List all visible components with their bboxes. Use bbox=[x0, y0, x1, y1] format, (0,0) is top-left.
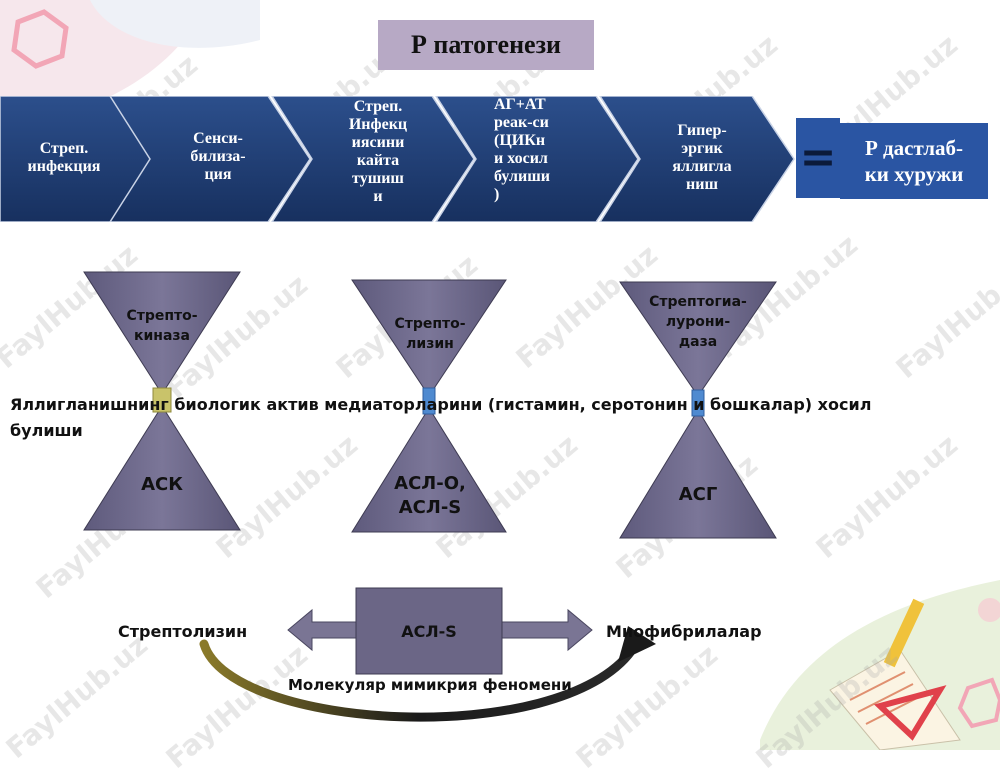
asl-s-label: АСЛ-S bbox=[401, 622, 457, 641]
chevron-step-2 bbox=[109, 96, 311, 222]
chevron-step-4 bbox=[435, 96, 639, 222]
chevron-label-1: Стреп. инфекция bbox=[27, 140, 101, 175]
hexagon-icon bbox=[11, 9, 69, 69]
chevron-label-5: Гипер- эргик яллигла ниш bbox=[672, 122, 732, 193]
chevron-label-2: Сенси- билиза- ция bbox=[190, 130, 246, 183]
streptolysin-label: Стрептолизин bbox=[118, 622, 248, 641]
hourglass-connector bbox=[691, 389, 705, 417]
equals-block: = bbox=[796, 118, 840, 198]
hourglass-3 bbox=[619, 281, 777, 539]
process-flow bbox=[0, 96, 795, 222]
hourglass-3-top-label: Стрептогиа- лурони- даза bbox=[649, 294, 747, 350]
myofibrils-label: Миофибрилалар bbox=[606, 622, 762, 641]
equals-sign: = bbox=[799, 132, 837, 183]
hourglass-2-bottom-label: АСЛ-О, АСЛ-S bbox=[394, 473, 466, 518]
hourglass-1 bbox=[83, 271, 241, 531]
page-title: Р патогенези bbox=[378, 20, 594, 70]
chevron-step-3 bbox=[271, 96, 475, 222]
chevron-step-5 bbox=[599, 96, 795, 222]
result-box: Р дастлаб- ки хуружи bbox=[840, 123, 988, 199]
triangle-ruler-icon bbox=[874, 685, 947, 741]
mimicry-diagram bbox=[199, 587, 656, 722]
hourglass-connector bbox=[152, 387, 172, 413]
hourglass-connector bbox=[422, 387, 436, 415]
chevron-label-3: Стреп. Инфекц иясини кайта тушиш и bbox=[348, 98, 408, 205]
pencil-icon bbox=[883, 598, 925, 668]
mimicry-curve bbox=[199, 639, 637, 722]
hourglass-2-top-label: Стрепто- лизин bbox=[394, 316, 466, 352]
hourglass-group bbox=[83, 271, 777, 539]
right-arrow bbox=[499, 608, 593, 652]
hexagon-outline-icon bbox=[957, 677, 1000, 729]
curve-arrowhead bbox=[618, 626, 656, 662]
left-arrow bbox=[287, 608, 359, 652]
hourglass-1-bottom-label: АСК bbox=[141, 474, 183, 495]
mimicry-caption: Молекуляр мимикрия феномени bbox=[288, 676, 572, 694]
chevron-label-4: АГ+АТ реак-си (ЦИКн и хосил булиши ) bbox=[494, 96, 550, 203]
hourglass-1-top-label: Стрепто- киназа bbox=[126, 308, 198, 344]
hourglass-3-bottom-label: АСГ bbox=[678, 484, 718, 505]
mediators-text: Яллигланишнинг биологик актив медиаторла… bbox=[10, 395, 872, 440]
hourglass-2 bbox=[351, 279, 507, 533]
asl-s-box bbox=[355, 587, 503, 675]
